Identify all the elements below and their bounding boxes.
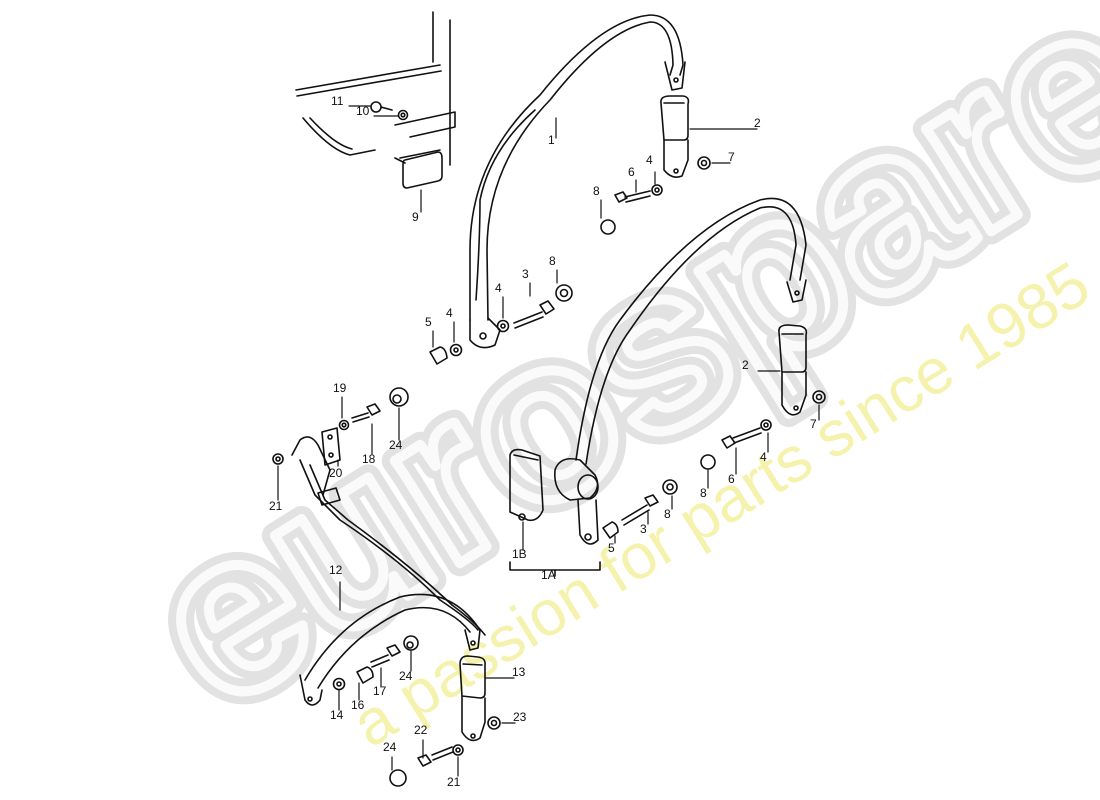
belt-12 [299,593,481,706]
callout-part-21[interactable]: 21 [269,499,283,513]
callout-part-17[interactable]: 17 [373,684,387,698]
callout-part-5[interactable]: 5 [425,315,432,329]
callout-part-7[interactable]: 7 [810,417,817,431]
callout-part-12[interactable]: 12 [329,563,343,577]
callout-part-8[interactable]: 8 [549,254,556,268]
callout-part-3[interactable]: 3 [522,267,529,281]
callout-part-14[interactable]: 14 [330,708,344,722]
callout-part-24[interactable]: 24 [399,669,413,683]
callout-part-8[interactable]: 8 [700,486,707,500]
callout-part-5[interactable]: 5 [608,541,615,555]
part-9-cover [394,151,443,189]
buckle-13 [459,655,501,742]
callout-part-2[interactable]: 2 [742,358,749,372]
belt-1 [469,14,686,349]
callout-part-24[interactable]: 24 [383,740,397,754]
callout-part-6[interactable]: 6 [728,472,735,486]
callout-part-21[interactable]: 21 [447,775,461,789]
callout-part-4[interactable]: 4 [760,450,767,464]
callout-part-6[interactable]: 6 [628,165,635,179]
callout-part-8[interactable]: 8 [593,184,600,198]
callout-part-1a[interactable]: 1A [541,568,556,582]
callout-part-20[interactable]: 20 [329,466,343,480]
callout-part-4[interactable]: 4 [446,306,453,320]
callout-part-23[interactable]: 23 [513,710,527,724]
upper-fasteners [600,156,711,235]
callout-part-1[interactable]: 1 [548,133,555,147]
callout-part-3[interactable]: 3 [640,522,647,536]
callout-part-10[interactable]: 10 [356,104,370,118]
buckle-2-lower [778,324,808,416]
callout-part-18[interactable]: 18 [362,452,376,466]
callout-part-13[interactable]: 13 [512,665,526,679]
leader-lines [277,105,820,777]
callout-part-16[interactable]: 16 [351,698,365,712]
belt-1A [553,197,807,545]
callout-part-11[interactable]: 11 [331,94,344,108]
lap-belt-left [272,387,486,636]
callout-part-24[interactable]: 24 [389,438,403,452]
callout-part-4[interactable]: 4 [495,281,502,295]
callout-part-19[interactable]: 19 [333,381,347,395]
belt-1-anchor-fasteners [429,284,573,365]
belt-12-fasteners [332,635,419,691]
callout-part-8[interactable]: 8 [664,507,671,521]
door-pillar [295,11,456,166]
part-1B-receiver [509,448,544,522]
lower-right-fasteners [509,390,826,577]
callout-part-9[interactable]: 9 [412,210,419,224]
callout-part-1b[interactable]: 1B [512,547,527,561]
callout-part-22[interactable]: 22 [414,723,428,737]
buckle-2-upper [660,95,690,178]
part-10-11-fasteners [370,101,409,121]
callout-part-7[interactable]: 7 [728,150,735,164]
callout-part-4[interactable]: 4 [646,153,653,167]
callout-part-2[interactable]: 2 [754,116,761,130]
